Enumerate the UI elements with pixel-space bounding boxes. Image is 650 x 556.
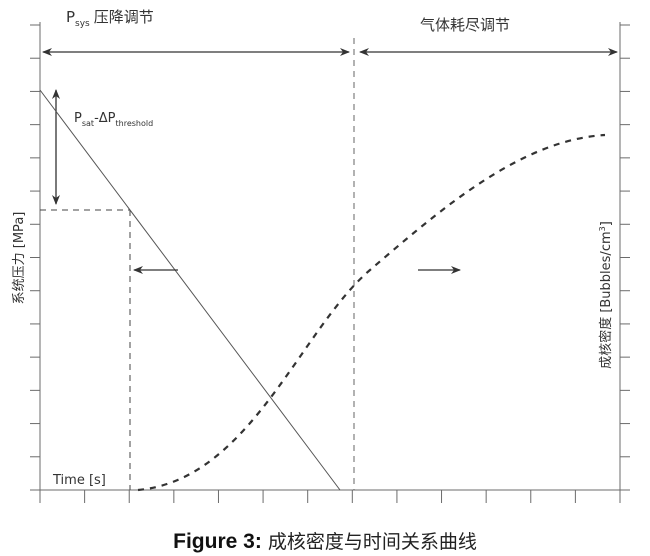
right-phase-label: 气体耗尽调节 <box>420 16 510 34</box>
y-left-axis-label: 系统压力 [MPa] <box>12 212 27 305</box>
ticks <box>30 24 630 503</box>
nucleation-density-curve <box>137 133 606 492</box>
axes <box>30 22 624 492</box>
threshold-label: Psat-ΔPthreshold <box>74 111 153 128</box>
x-axis-label: Time [s] <box>52 473 106 488</box>
y-right-axis-label: 成核密度 [Bubbles/cm3] <box>598 221 614 369</box>
pressure-line <box>39 89 341 491</box>
figure-caption: Figure 3:成核密度与时间关系曲线 <box>173 530 477 553</box>
